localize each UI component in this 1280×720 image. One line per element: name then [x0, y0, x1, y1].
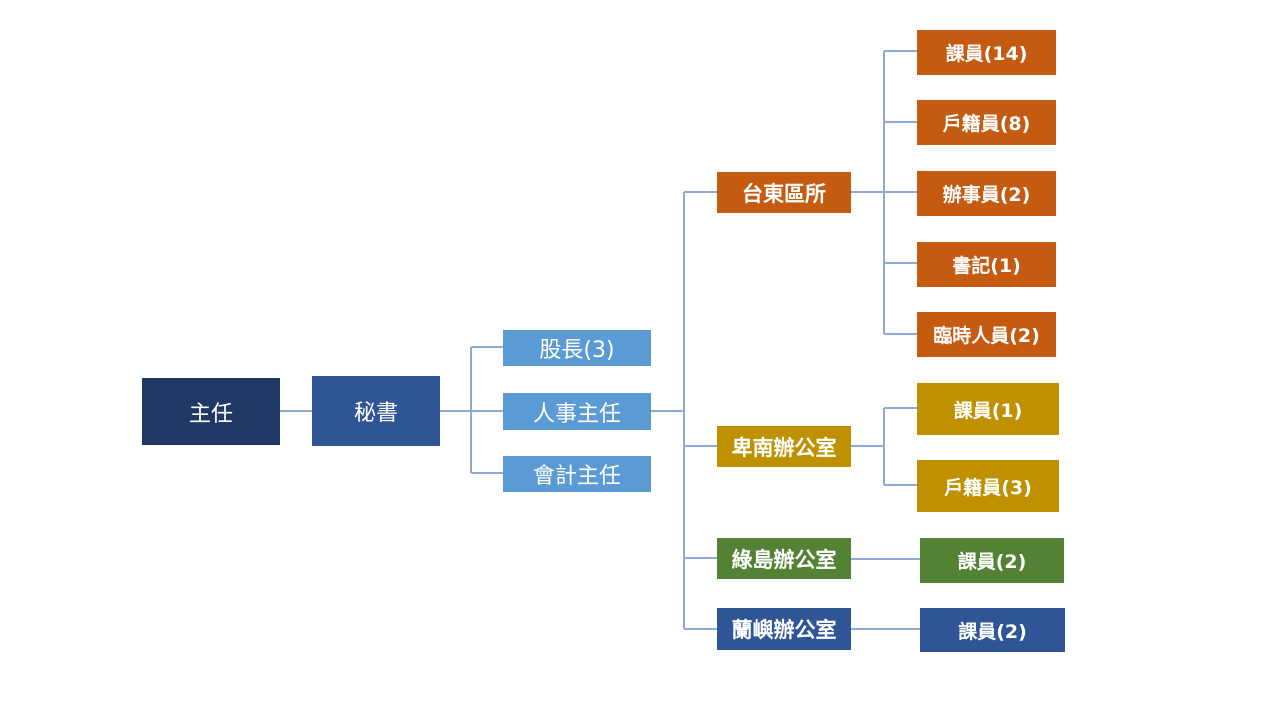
node-secretary[interactable]: 秘書: [312, 376, 440, 446]
node-section-chief[interactable]: 股長(3): [503, 330, 651, 366]
node-taitung-registrar[interactable]: 戶籍員(8): [917, 100, 1056, 145]
node-taitung-secretary[interactable]: 書記(1): [917, 242, 1056, 287]
node-ludao-clerk[interactable]: 課員(2): [920, 538, 1064, 583]
node-taitung-officer[interactable]: 辦事員(2): [917, 171, 1056, 216]
node-beinan-office[interactable]: 卑南辦公室: [717, 426, 851, 467]
node-accounting-director[interactable]: 會計主任: [503, 456, 651, 492]
node-taitung-temp[interactable]: 臨時人員(2): [917, 312, 1056, 357]
node-beinan-registrar[interactable]: 戶籍員(3): [917, 460, 1059, 512]
node-ludao-office[interactable]: 綠島辦公室: [717, 538, 851, 579]
node-personnel-director[interactable]: 人事主任: [503, 393, 651, 430]
node-taitung-office[interactable]: 台東區所: [717, 172, 851, 213]
node-director[interactable]: 主任: [142, 378, 280, 445]
node-taitung-clerk[interactable]: 課員(14): [917, 30, 1056, 75]
node-beinan-clerk[interactable]: 課員(1): [917, 383, 1059, 435]
node-lanyu-office[interactable]: 蘭嶼辦公室: [717, 608, 851, 650]
node-lanyu-clerk[interactable]: 課員(2): [920, 608, 1065, 652]
